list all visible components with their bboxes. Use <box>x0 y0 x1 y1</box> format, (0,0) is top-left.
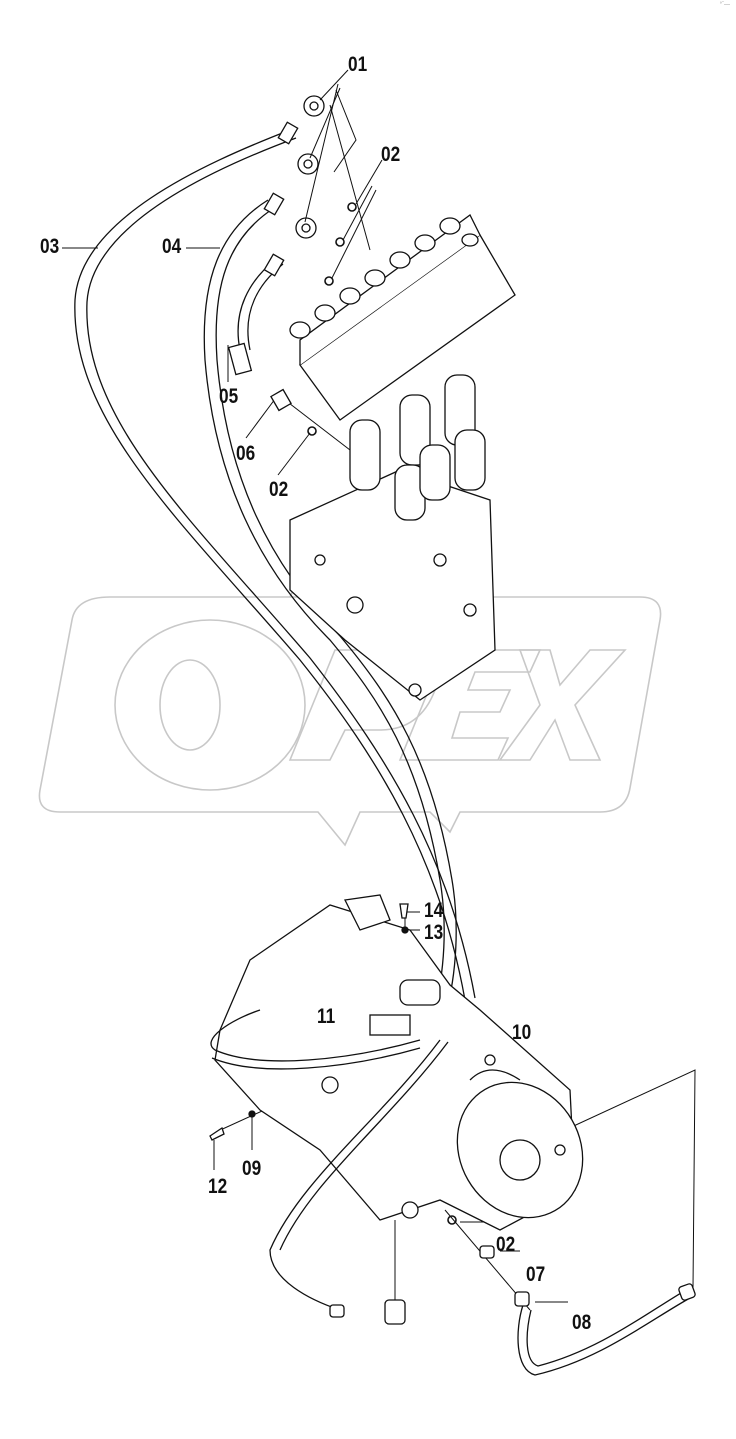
callout-09: 09 <box>242 1157 262 1180</box>
callout-07: 07 <box>526 1263 546 1286</box>
callout-06: 06 <box>236 442 256 465</box>
pump-assembly <box>214 894 584 1231</box>
callout-04: 04 <box>162 235 182 258</box>
callout-02-pump: 02 <box>496 1233 516 1256</box>
hose-05 <box>227 259 284 376</box>
callout-13: 13 <box>424 921 444 944</box>
hose-03 <box>74 129 476 1001</box>
callout-10: 10 <box>512 1021 532 1044</box>
small-fittings <box>209 903 696 1325</box>
callout-02-lower: 02 <box>269 478 289 501</box>
pump-hose-08 <box>210 1009 691 1376</box>
callout-02: 02 <box>381 143 401 166</box>
callout-05: 05 <box>219 385 239 408</box>
control-valve-body <box>289 374 496 701</box>
elbow-fittings <box>263 95 325 277</box>
o-rings <box>307 202 457 1225</box>
control-valve-top <box>289 214 516 421</box>
callout-14: 14 <box>424 899 444 922</box>
corner-mark: °ˉ— <box>719 2 730 8</box>
callout-11: 11 <box>317 1005 336 1028</box>
connector-06 <box>270 388 292 412</box>
callout-01: 01 <box>348 53 368 76</box>
callout-03: 03 <box>40 235 60 258</box>
callout-12: 12 <box>208 1175 228 1198</box>
callout-08: 08 <box>572 1311 592 1334</box>
